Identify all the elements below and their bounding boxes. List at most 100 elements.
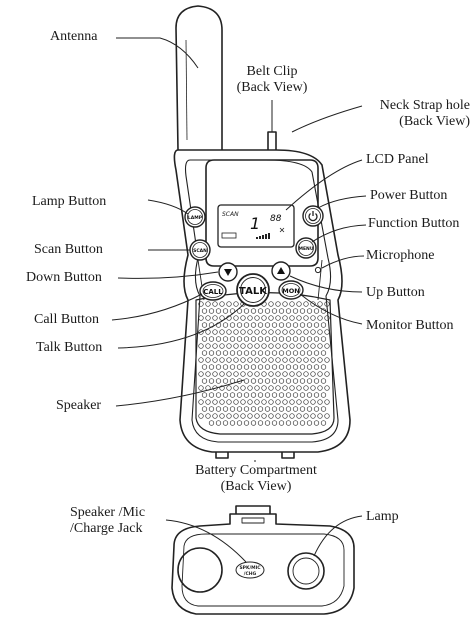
- speaker-hole: [240, 329, 246, 335]
- speaker-hole: [243, 420, 250, 426]
- leader-microphone: [321, 255, 365, 269]
- call-button[interactable]: CALL: [199, 281, 227, 301]
- lamp-button[interactable]: LAMP: [184, 206, 206, 228]
- lcd-channel-text: 1: [250, 214, 260, 233]
- speaker-hole: [271, 308, 278, 314]
- speaker-hole: [278, 308, 285, 314]
- speaker-hole: [236, 350, 243, 356]
- speaker-hole: [264, 350, 271, 356]
- scan-button[interactable]: SCAN: [189, 239, 211, 261]
- speaker-hole: [306, 308, 313, 314]
- speaker-hole: [296, 301, 302, 307]
- speaker-hole: [299, 308, 306, 314]
- speaker-hole: [243, 350, 250, 356]
- speaker-hole: [208, 378, 215, 384]
- speaker-hole: [222, 350, 229, 356]
- speaker-hole: [278, 364, 285, 370]
- speaker-hole: [299, 322, 306, 328]
- speaker-hole: [313, 364, 320, 370]
- speaker-hole: [257, 308, 264, 314]
- speaker-hole: [271, 420, 278, 426]
- speaker-hole: [236, 336, 243, 342]
- speaker-hole: [205, 371, 211, 377]
- speaker-hole: [254, 399, 260, 405]
- monitor-button[interactable]: MON: [278, 280, 304, 300]
- label-lamp-button: Lamp Button: [32, 194, 107, 209]
- talk-button[interactable]: TALK: [236, 273, 270, 307]
- speaker-hole: [292, 378, 299, 384]
- speaker-hole: [219, 301, 225, 307]
- speaker-hole: [226, 343, 232, 349]
- speaker-hole: [285, 406, 292, 412]
- speaker-hole: [296, 385, 302, 391]
- speaker-hole: [233, 301, 239, 307]
- leader-speaker: [115, 379, 245, 407]
- speaker-hole: [219, 371, 225, 377]
- speaker-hole: [212, 329, 218, 335]
- speaker-hole: [275, 385, 281, 391]
- speaker-hole: [320, 350, 327, 356]
- speaker-hole: [310, 329, 316, 335]
- label-up-button: Up Button: [366, 285, 425, 300]
- speaker-hole: [226, 399, 232, 405]
- label-charge-jack: /Charge Jack: [70, 521, 143, 536]
- bottom-clip-slot: [241, 517, 265, 524]
- speaker-hole: [205, 301, 211, 307]
- speaker-hole: [215, 392, 222, 398]
- label-neck-strap: Neck Strap hole (Back View): [354, 98, 470, 130]
- speaker-hole: [299, 350, 306, 356]
- speaker-hole: [233, 329, 239, 335]
- speaker-hole: [292, 336, 299, 342]
- speaker-hole: [240, 357, 246, 363]
- menu-button[interactable]: MENU: [295, 237, 317, 259]
- speaker-hole: [229, 336, 236, 342]
- speaker-hole: [275, 413, 281, 419]
- speaker-hole: [233, 343, 239, 349]
- speaker-hole: [299, 378, 306, 384]
- speaker-hole: [275, 329, 281, 335]
- speaker-hole: [313, 392, 320, 398]
- speaker-hole: [261, 343, 267, 349]
- speaker-hole: [306, 364, 313, 370]
- speaker-hole: [215, 308, 222, 314]
- speaker-hole: [264, 378, 271, 384]
- speaker-hole: [261, 371, 267, 377]
- label-monitor-button: Monitor Button: [366, 318, 454, 333]
- speaker-hole: [243, 392, 250, 398]
- speaker-hole: [324, 343, 330, 349]
- speaker-hole: [292, 308, 299, 314]
- up-button[interactable]: [271, 261, 291, 281]
- speaker-hole: [208, 364, 215, 370]
- down-button[interactable]: [218, 262, 238, 282]
- leader-lcd: [285, 159, 363, 211]
- speaker-hole: [243, 378, 250, 384]
- label-belt-clip: Belt Clip (Back View): [216, 64, 328, 96]
- speaker-hole: [250, 378, 257, 384]
- label-microphone: Microphone: [366, 248, 435, 263]
- speaker-hole: [198, 413, 204, 419]
- speaker-hole: [240, 315, 246, 321]
- speaker-hole: [292, 350, 299, 356]
- lcd-battery-icon: [221, 232, 237, 239]
- speaker-hole: [313, 308, 320, 314]
- speaker-hole: [250, 350, 257, 356]
- speaker-hole: [250, 364, 257, 370]
- speaker-hole: [282, 343, 288, 349]
- speaker-hole: [299, 364, 306, 370]
- speaker-hole: [219, 385, 225, 391]
- bottom-clip-tab: [235, 505, 271, 514]
- speaker-hole: [222, 420, 229, 426]
- speaker-hole: [317, 301, 323, 307]
- speaker-hole: [233, 315, 239, 321]
- jack-label-line1: SPK/MIC: [239, 565, 261, 571]
- speaker-hole: [282, 357, 288, 363]
- speaker-hole: [282, 371, 288, 377]
- speaker-hole: [219, 343, 225, 349]
- speaker-hole: [296, 399, 302, 405]
- speaker-hole: [289, 399, 295, 405]
- leader-call: [111, 293, 203, 321]
- speaker-hole: [205, 413, 211, 419]
- speaker-hole: [278, 336, 285, 342]
- speaker-hole: [201, 406, 208, 412]
- power-button[interactable]: [302, 205, 324, 227]
